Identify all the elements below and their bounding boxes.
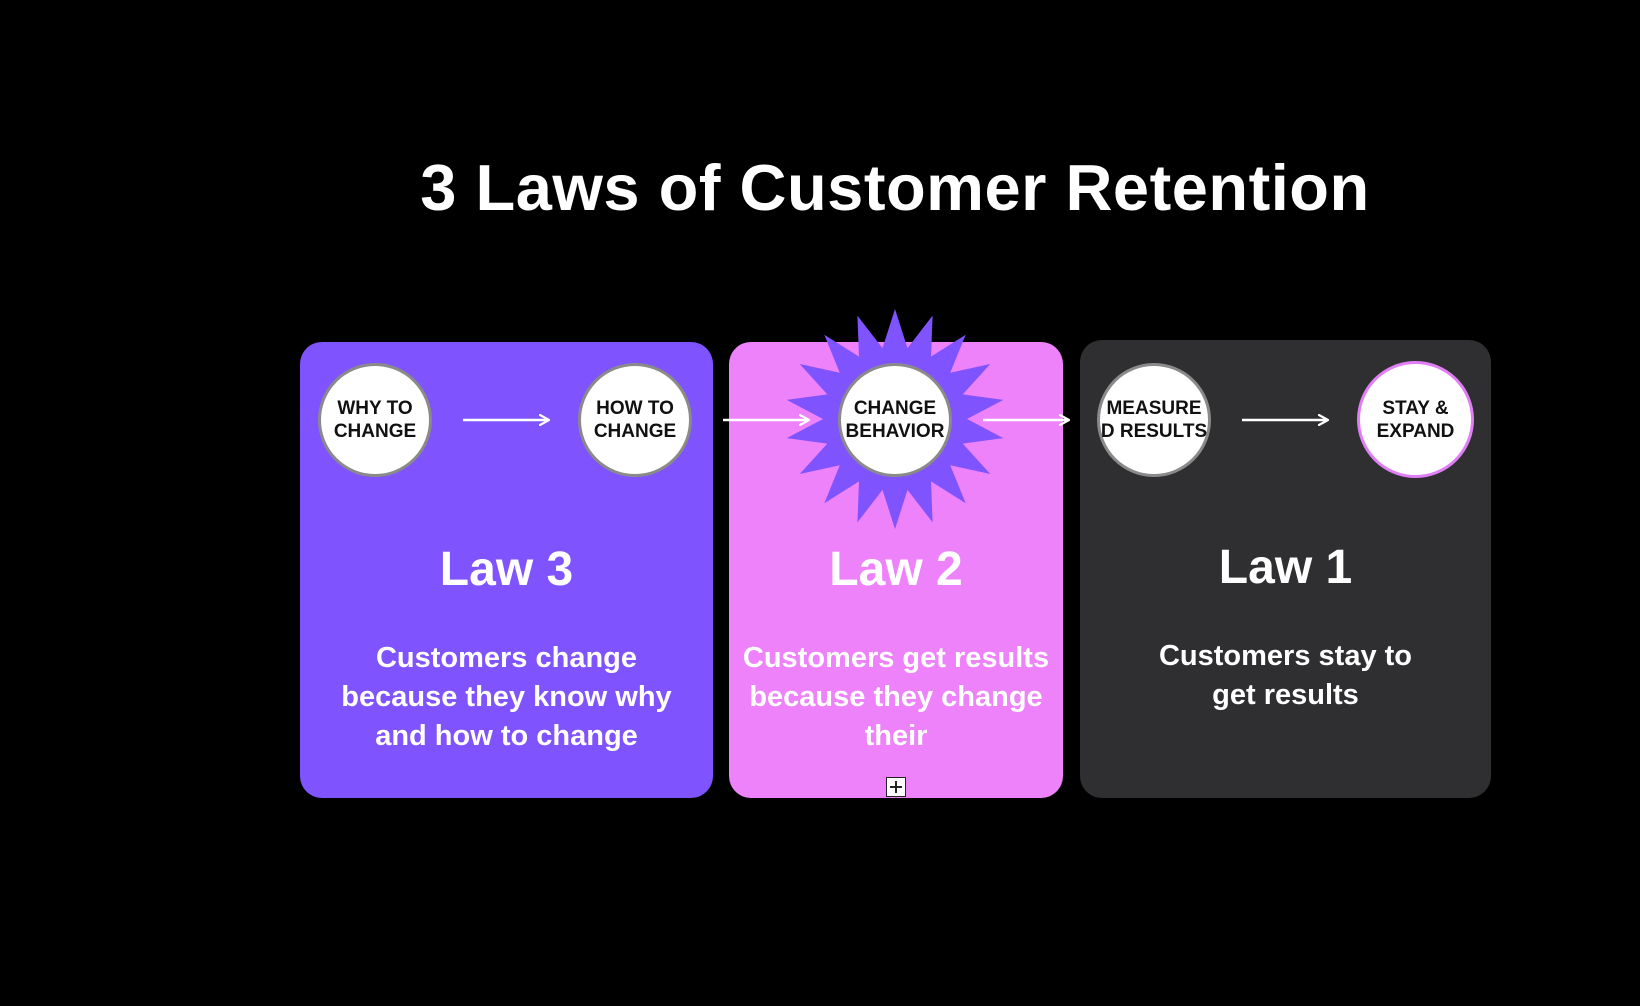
plus-square-icon[interactable] bbox=[886, 777, 906, 797]
node-why-to-change[interactable]: WHY TO CHANGE bbox=[318, 363, 432, 477]
node-stay-and-expand-label: STAY & EXPAND bbox=[1376, 397, 1455, 442]
law-3-title: Law 3 bbox=[439, 543, 574, 596]
law-2-title: Law 2 bbox=[829, 543, 963, 596]
node-change-behavior-label: CHANGE BEHAVIOR bbox=[845, 398, 945, 442]
node-stay-and-expand[interactable]: STAY & EXPAND bbox=[1357, 361, 1474, 478]
node-why-to-change-label: WHY TO CHANGE bbox=[333, 398, 417, 442]
node-how-to-change[interactable]: HOW TO CHANGE bbox=[578, 363, 692, 477]
law-3-description: Customers change because they know why a… bbox=[341, 642, 672, 752]
node-measured-results[interactable]: MEASURE D RESULTS bbox=[1097, 363, 1211, 477]
law-1-title: Law 1 bbox=[1218, 541, 1353, 594]
node-measured-results-label: MEASURE D RESULTS bbox=[1100, 398, 1208, 442]
law-2-description: Customers get results because they chang… bbox=[742, 642, 1050, 752]
slide-title: 3 Laws of Customer Retention bbox=[420, 151, 1370, 224]
node-how-to-change-label: HOW TO CHANGE bbox=[593, 398, 677, 442]
node-change-behavior[interactable]: CHANGE BEHAVIOR bbox=[838, 363, 952, 477]
law-1-description: Customers stay to get results bbox=[1158, 640, 1412, 711]
